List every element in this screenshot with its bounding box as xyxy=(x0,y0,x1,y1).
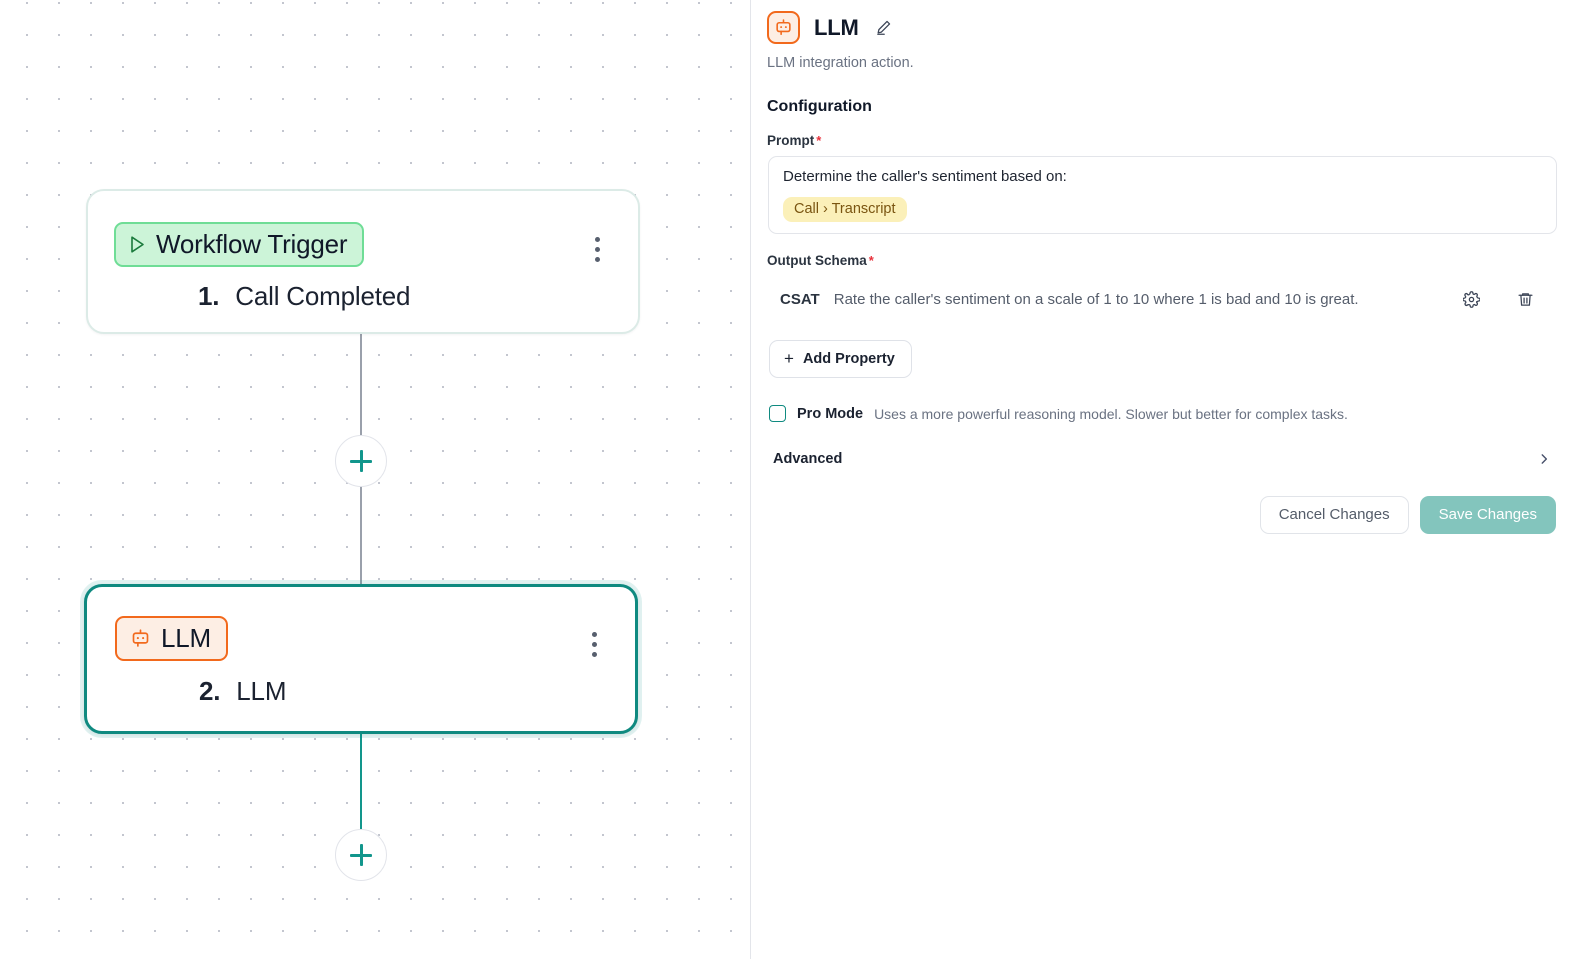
gear-icon[interactable] xyxy=(1458,290,1484,308)
kebab-dot xyxy=(595,237,600,242)
panel-action-buttons: Cancel Changes Save Changes xyxy=(767,496,1556,534)
prompt-label: Prompt* xyxy=(767,133,1556,148)
required-marker: * xyxy=(868,253,874,268)
output-schema-label: Output Schema* xyxy=(767,253,1556,268)
configuration-section-title: Configuration xyxy=(767,98,872,115)
save-changes-button[interactable]: Save Changes xyxy=(1419,496,1556,534)
schema-property-row[interactable]: CSAT Rate the caller's sentiment on a sc… xyxy=(767,284,1556,314)
edge-plus-to-llm xyxy=(360,486,362,584)
node-title-row: 1. Call Completed xyxy=(198,281,410,312)
schema-property-description: Rate the caller's sentiment on a scale o… xyxy=(833,290,1359,308)
workflow-node-llm[interactable]: LLM 2. LLM xyxy=(84,584,638,734)
robot-chat-icon xyxy=(130,628,151,649)
kebab-dot xyxy=(592,632,597,637)
plus-icon-vertical xyxy=(359,844,363,866)
output-schema-label-text: Output Schema xyxy=(767,253,867,268)
required-marker: * xyxy=(816,133,822,148)
kebab-dot xyxy=(592,642,597,647)
node-type-badge-llm: LLM xyxy=(115,616,228,661)
edge-trigger-to-plus xyxy=(360,334,362,435)
plus-icon: + xyxy=(784,349,794,368)
panel-header: LLM xyxy=(767,11,1556,44)
pro-mode-label: Pro Mode xyxy=(797,405,864,422)
prompt-input[interactable]: Determine the caller's sentiment based o… xyxy=(768,156,1557,234)
add-property-label: Add Property xyxy=(802,350,895,367)
node-name: LLM xyxy=(236,676,287,706)
prompt-value: Determine the caller's sentiment based o… xyxy=(783,168,1067,185)
node-name: Call Completed xyxy=(235,281,411,311)
pro-mode-checkbox[interactable] xyxy=(769,405,786,422)
pencil-icon[interactable] xyxy=(875,19,892,36)
pro-mode-row: Pro Mode Uses a more powerful reasoning … xyxy=(769,405,1556,422)
kebab-dot xyxy=(595,247,600,252)
workflow-node-trigger[interactable]: Workflow Trigger 1. Call Completed xyxy=(86,189,640,334)
advanced-section-toggle[interactable]: Advanced xyxy=(771,445,1553,473)
node-index: 1. xyxy=(198,281,220,311)
play-triangle-icon xyxy=(129,235,146,254)
workflow-canvas[interactable]: Workflow Trigger 1. Call Completed xyxy=(0,0,751,959)
robot-chat-icon xyxy=(767,11,800,44)
kebab-dot xyxy=(592,652,597,657)
panel-subtitle: LLM integration action. xyxy=(767,55,914,71)
add-property-button[interactable]: + Add Property xyxy=(769,340,912,378)
node-config-panel: LLM LLM integration action. Configuratio… xyxy=(751,0,1577,959)
cancel-changes-button[interactable]: Cancel Changes xyxy=(1259,496,1409,534)
node-badge-label: Workflow Trigger xyxy=(156,229,348,259)
node-menu-button-llm[interactable] xyxy=(588,628,601,661)
edge-llm-to-plus xyxy=(360,734,362,830)
pro-mode-description: Uses a more powerful reasoning model. Sl… xyxy=(874,405,1348,422)
node-badge-label: LLM xyxy=(161,623,211,653)
prompt-label-text: Prompt xyxy=(767,133,815,148)
variable-chip-call-transcript[interactable]: Call › Transcript xyxy=(783,197,907,222)
kebab-dot xyxy=(595,257,600,262)
node-title-row: 2. LLM xyxy=(199,676,286,707)
node-index: 2. xyxy=(199,676,221,706)
node-menu-button-trigger[interactable] xyxy=(591,233,604,266)
chevron-right-icon xyxy=(1537,452,1551,466)
trash-icon[interactable] xyxy=(1512,291,1538,308)
add-node-button-1[interactable] xyxy=(335,435,387,487)
plus-icon-vertical xyxy=(359,450,363,472)
add-node-button-2[interactable] xyxy=(335,829,387,881)
schema-property-key: CSAT xyxy=(780,290,820,308)
page-title: LLM xyxy=(814,14,859,40)
advanced-label: Advanced xyxy=(773,451,843,467)
node-type-badge-trigger: Workflow Trigger xyxy=(114,222,365,267)
